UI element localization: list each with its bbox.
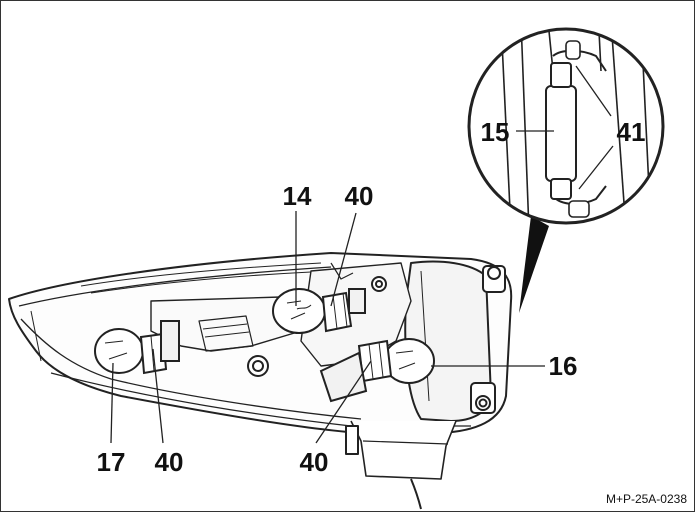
callout-15: 15 <box>481 117 510 147</box>
bulb-14 <box>272 288 326 334</box>
callout-16: 16 <box>549 351 578 381</box>
callout-17: 17 <box>97 447 126 477</box>
reference-code: M+P-25A-0238 <box>606 492 687 506</box>
socket-40-top <box>321 288 366 333</box>
callout-40-left: 40 <box>155 447 184 477</box>
callout-14: 14 <box>283 181 312 211</box>
lamp-housing <box>8 252 513 510</box>
magnifier-pointer <box>519 216 549 313</box>
callout-labels: 14 40 15 41 16 17 40 40 <box>97 117 646 477</box>
leader-lines <box>110 65 614 444</box>
bulb-17 <box>94 328 144 374</box>
callout-40-bottom: 40 <box>300 447 329 477</box>
magnifier-detail <box>467 27 665 225</box>
socket-40-bottom <box>319 339 393 403</box>
callout-41: 41 <box>617 117 646 147</box>
bulb-15 <box>545 62 577 200</box>
callout-40-top: 40 <box>345 181 374 211</box>
